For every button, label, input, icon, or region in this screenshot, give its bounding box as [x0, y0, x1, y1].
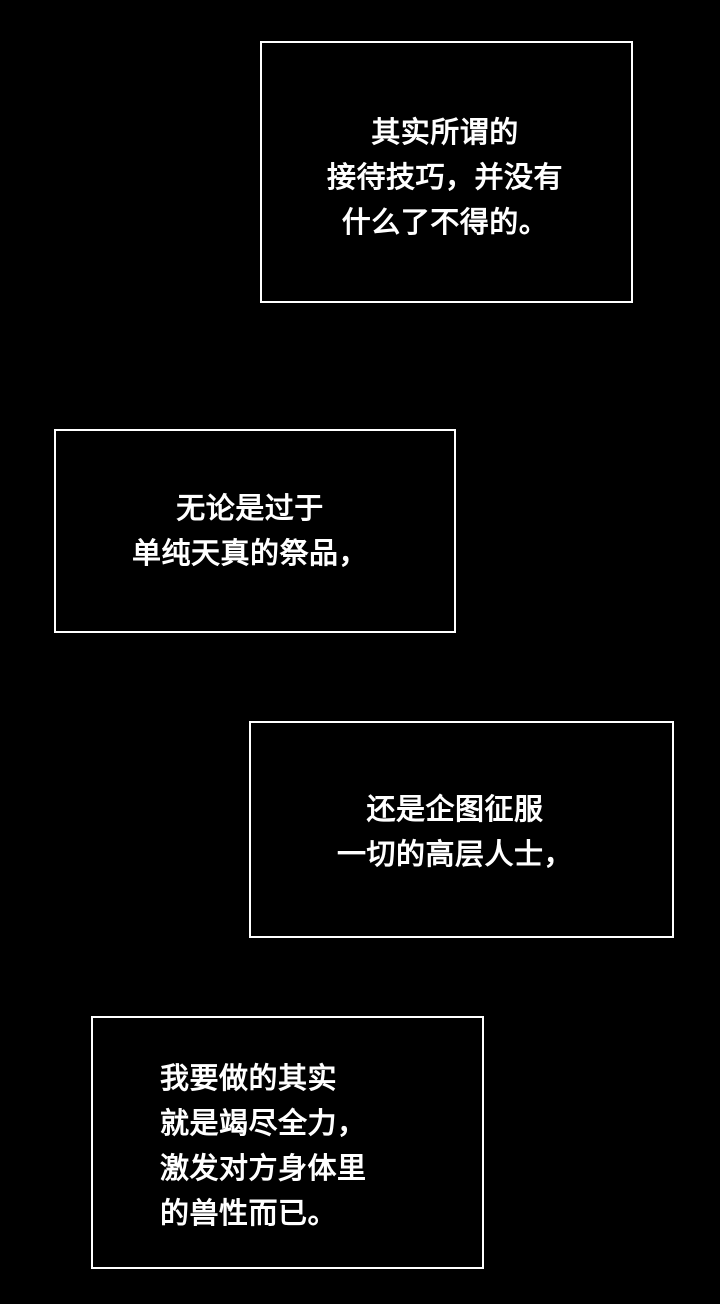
caption-line: 一切的高层人士， — [336, 837, 573, 871]
caption-text-1: 其实所谓的 接待技巧，并没有 什么了不得的。 — [310, 110, 580, 245]
caption-line: 还是企图征服 — [366, 792, 544, 826]
caption-line: 其实所谓的 — [371, 115, 519, 149]
caption-line: 无论是过于 — [176, 491, 324, 525]
caption-line: 单纯天真的祭品， — [131, 536, 368, 570]
caption-box-2 — [54, 429, 456, 633]
caption-text-4: 我要做的其实 就是竭尽全力， 激发对方身体里 的兽性而已。 — [160, 1056, 420, 1236]
caption-box-3 — [249, 721, 674, 938]
caption-line: 什么了不得的。 — [341, 205, 549, 239]
caption-line: 的兽性而已。 — [160, 1196, 338, 1230]
caption-box-1 — [260, 41, 633, 303]
caption-text-3: 还是企图征服 一切的高层人士， — [320, 787, 590, 877]
caption-line: 激发对方身体里 — [160, 1151, 367, 1185]
caption-box-4 — [91, 1016, 484, 1269]
caption-line: 接待技巧，并没有 — [326, 160, 563, 194]
caption-line: 我要做的其实 — [160, 1061, 338, 1095]
caption-line: 就是竭尽全力， — [160, 1106, 367, 1140]
caption-text-2: 无论是过于 单纯天真的祭品， — [110, 486, 390, 576]
